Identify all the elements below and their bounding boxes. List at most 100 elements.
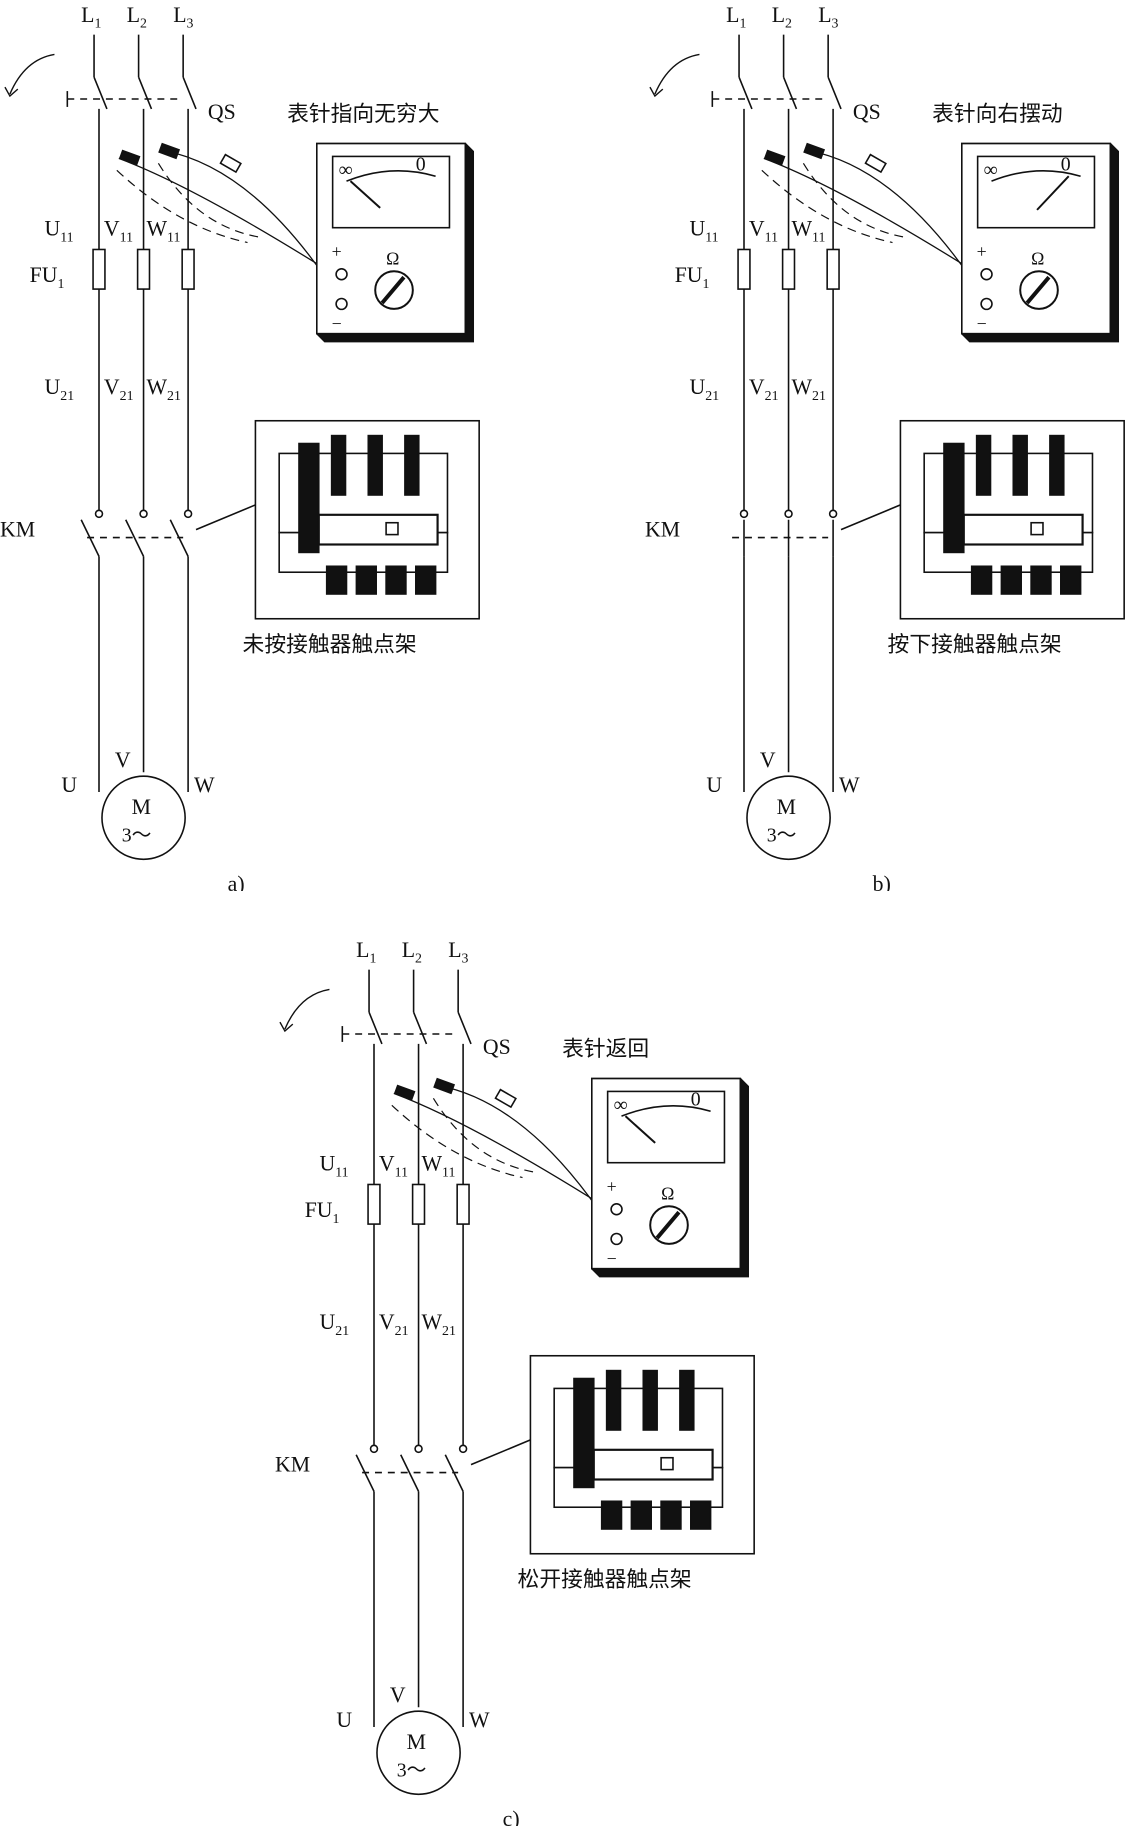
label-qs: QS <box>853 100 881 124</box>
diagram-b: L1 L2 L3 QS U11 V11 W11 FU1 U21 V21 W21 … <box>645 0 1140 896</box>
label-fu: FU <box>675 263 703 287</box>
label-l2: L <box>402 938 415 962</box>
svg-text:W21: W21 <box>147 375 181 403</box>
meter-ohm: Ω <box>386 248 399 268</box>
label-fu: FU <box>30 263 58 287</box>
meter-minus: − <box>607 1249 617 1269</box>
circuit-diagram: L1 L2 L3 QS U11 V11 W11 FU1 U21 V21 W21 … <box>0 3 480 896</box>
label-u: U <box>336 1708 352 1732</box>
label-l3: L <box>173 3 186 27</box>
label-w11: W <box>792 217 813 241</box>
svg-text:L2: L2 <box>402 938 422 966</box>
svg-text:U11: U11 <box>690 217 719 245</box>
motor-phase: 3～ <box>122 824 152 846</box>
svg-text:W21: W21 <box>792 375 826 403</box>
meter-plus: + <box>977 241 987 261</box>
label-l1: L <box>81 3 94 27</box>
motor-phase: 3～ <box>767 824 797 846</box>
figure-caption: a) <box>228 872 245 891</box>
motor-label: M <box>407 1730 426 1754</box>
meter-infinity: ∞ <box>984 159 998 181</box>
svg-text:L1: L1 <box>81 3 101 31</box>
svg-text:V21: V21 <box>379 1310 409 1338</box>
label-w21: W <box>422 1310 443 1334</box>
svg-text:L1: L1 <box>356 938 376 966</box>
meter-caption: 表针指向无穷大 <box>287 102 439 127</box>
contactor-caption: 未按接触器触点架 <box>243 632 417 657</box>
label-v: V <box>390 1683 406 1707</box>
label-w: W <box>194 773 215 797</box>
meter-caption: 表针返回 <box>562 1037 649 1062</box>
meter-ohm: Ω <box>661 1183 674 1203</box>
svg-text:V21: V21 <box>749 375 779 403</box>
circuit-labels: L1 L2 L3 QS U11 V11 W11 FU1 U21 V21 W21 … <box>645 3 1071 896</box>
label-l1: L <box>356 938 369 962</box>
svg-text:FU1: FU1 <box>675 263 710 291</box>
label-u21: U <box>45 375 61 399</box>
motor-label: M <box>777 795 796 819</box>
label-u: U <box>706 773 722 797</box>
motor-phase: 3～ <box>397 1760 427 1782</box>
label-w11: W <box>422 1152 443 1176</box>
label-qs: QS <box>208 100 236 124</box>
label-v21: V <box>104 375 120 399</box>
meter-ohm: Ω <box>1031 248 1044 268</box>
label-u21: U <box>320 1310 336 1334</box>
svg-text:U21: U21 <box>320 1310 350 1338</box>
svg-text:U21: U21 <box>690 375 720 403</box>
label-v: V <box>115 748 131 772</box>
svg-text:L3: L3 <box>818 3 838 31</box>
contactor-caption: 按下接触器触点架 <box>888 632 1062 657</box>
meter-plus: + <box>607 1176 617 1196</box>
svg-text:FU1: FU1 <box>305 1198 340 1226</box>
svg-text:V21: V21 <box>104 375 134 403</box>
svg-text:U11: U11 <box>45 217 74 245</box>
label-v11: V <box>104 217 120 241</box>
label-km: KM <box>645 518 680 542</box>
figure-caption: c) <box>503 1807 520 1826</box>
label-km: KM <box>0 518 35 542</box>
svg-text:U11: U11 <box>320 1152 349 1180</box>
svg-text:U21: U21 <box>45 375 75 403</box>
label-qs: QS <box>483 1035 511 1059</box>
svg-text:V11: V11 <box>749 217 778 245</box>
label-l2: L <box>772 3 785 27</box>
diagram-a: L1 L2 L3 QS U11 V11 W11 FU1 U21 V21 W21 … <box>0 0 495 896</box>
diagram-c: L1 L2 L3 QS U11 V11 W11 FU1 U21 V21 W21 … <box>275 935 770 1831</box>
label-u11: U <box>690 217 706 241</box>
label-l3: L <box>448 938 461 962</box>
motor-label: M <box>132 795 151 819</box>
contactor-caption: 松开接触器触点架 <box>518 1567 692 1592</box>
label-u21: U <box>690 375 706 399</box>
label-v21: V <box>749 375 765 399</box>
svg-text:L2: L2 <box>772 3 792 31</box>
label-w11: W <box>147 217 168 241</box>
meter-infinity: ∞ <box>614 1094 628 1116</box>
label-w: W <box>469 1708 490 1732</box>
label-v: V <box>760 748 776 772</box>
svg-text:W11: W11 <box>792 217 826 245</box>
figure-caption: b) <box>873 872 891 891</box>
svg-text:V11: V11 <box>379 1152 408 1180</box>
svg-text:L3: L3 <box>173 3 193 31</box>
label-l3: L <box>818 3 831 27</box>
label-u: U <box>61 773 77 797</box>
meter-caption: 表针向右摆动 <box>932 102 1063 127</box>
label-l2: L <box>127 3 140 27</box>
label-w21: W <box>147 375 168 399</box>
svg-text:L3: L3 <box>448 938 468 966</box>
circuit-labels: L1 L2 L3 QS U11 V11 W11 FU1 U21 V21 W21 … <box>0 3 439 896</box>
circuit-diagram: L1 L2 L3 QS U11 V11 W11 FU1 U21 V21 W21 … <box>645 3 1125 896</box>
meter-minus: − <box>332 314 342 334</box>
meter-zero: 0 <box>1061 153 1071 175</box>
meter-plus: + <box>332 241 342 261</box>
circuit-diagram: L1 L2 L3 QS U11 V11 W11 FU1 U21 V21 W21 … <box>275 938 755 1831</box>
label-fu: FU <box>305 1198 333 1222</box>
circuit-labels: L1 L2 L3 QS U11 V11 W11 FU1 U21 V21 W21 … <box>275 938 701 1831</box>
svg-text:L1: L1 <box>726 3 746 31</box>
label-v11: V <box>749 217 765 241</box>
label-v11: V <box>379 1152 395 1176</box>
svg-text:W11: W11 <box>422 1152 456 1180</box>
svg-text:W21: W21 <box>422 1310 456 1338</box>
meter-zero: 0 <box>416 153 426 175</box>
